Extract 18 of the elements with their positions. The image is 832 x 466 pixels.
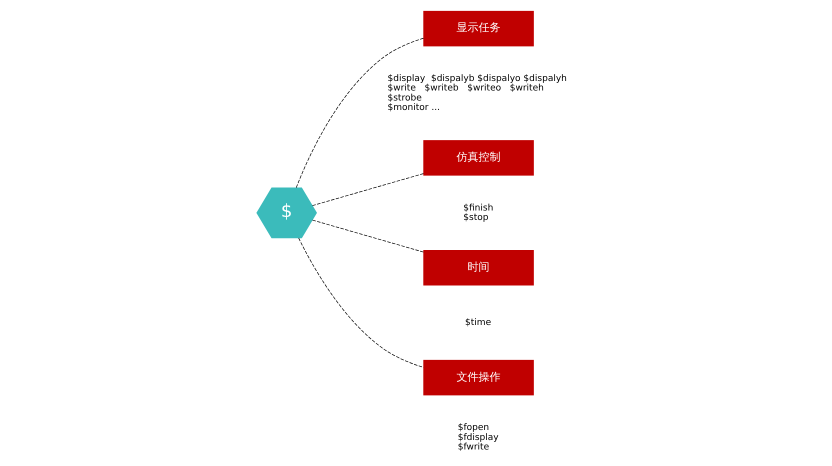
node-label: $strobe bbox=[387, 93, 422, 104]
connector bbox=[312, 220, 424, 252]
node-label: $fopen bbox=[458, 423, 490, 434]
node-label: $stop bbox=[463, 213, 488, 224]
node-label: $write $writeb $writeo $writeh bbox=[387, 84, 544, 94]
connector bbox=[298, 238, 424, 368]
node-box: 时间 bbox=[423, 250, 534, 286]
node-label: $time bbox=[465, 318, 492, 328]
node-label: $finish bbox=[463, 203, 494, 214]
node-box: 显示任务 bbox=[423, 10, 534, 46]
node-label: $fwrite bbox=[458, 442, 490, 453]
node-label: $fdisplay bbox=[458, 432, 499, 443]
node-box: 文件操作 bbox=[423, 360, 534, 396]
node-label: $display $dispalyb $dispalyo $dispalyh bbox=[387, 74, 567, 84]
node-label: $monitor ... bbox=[387, 103, 440, 114]
connector bbox=[312, 173, 424, 206]
node-box: 仿真控制 bbox=[423, 140, 534, 176]
connector bbox=[296, 38, 424, 188]
